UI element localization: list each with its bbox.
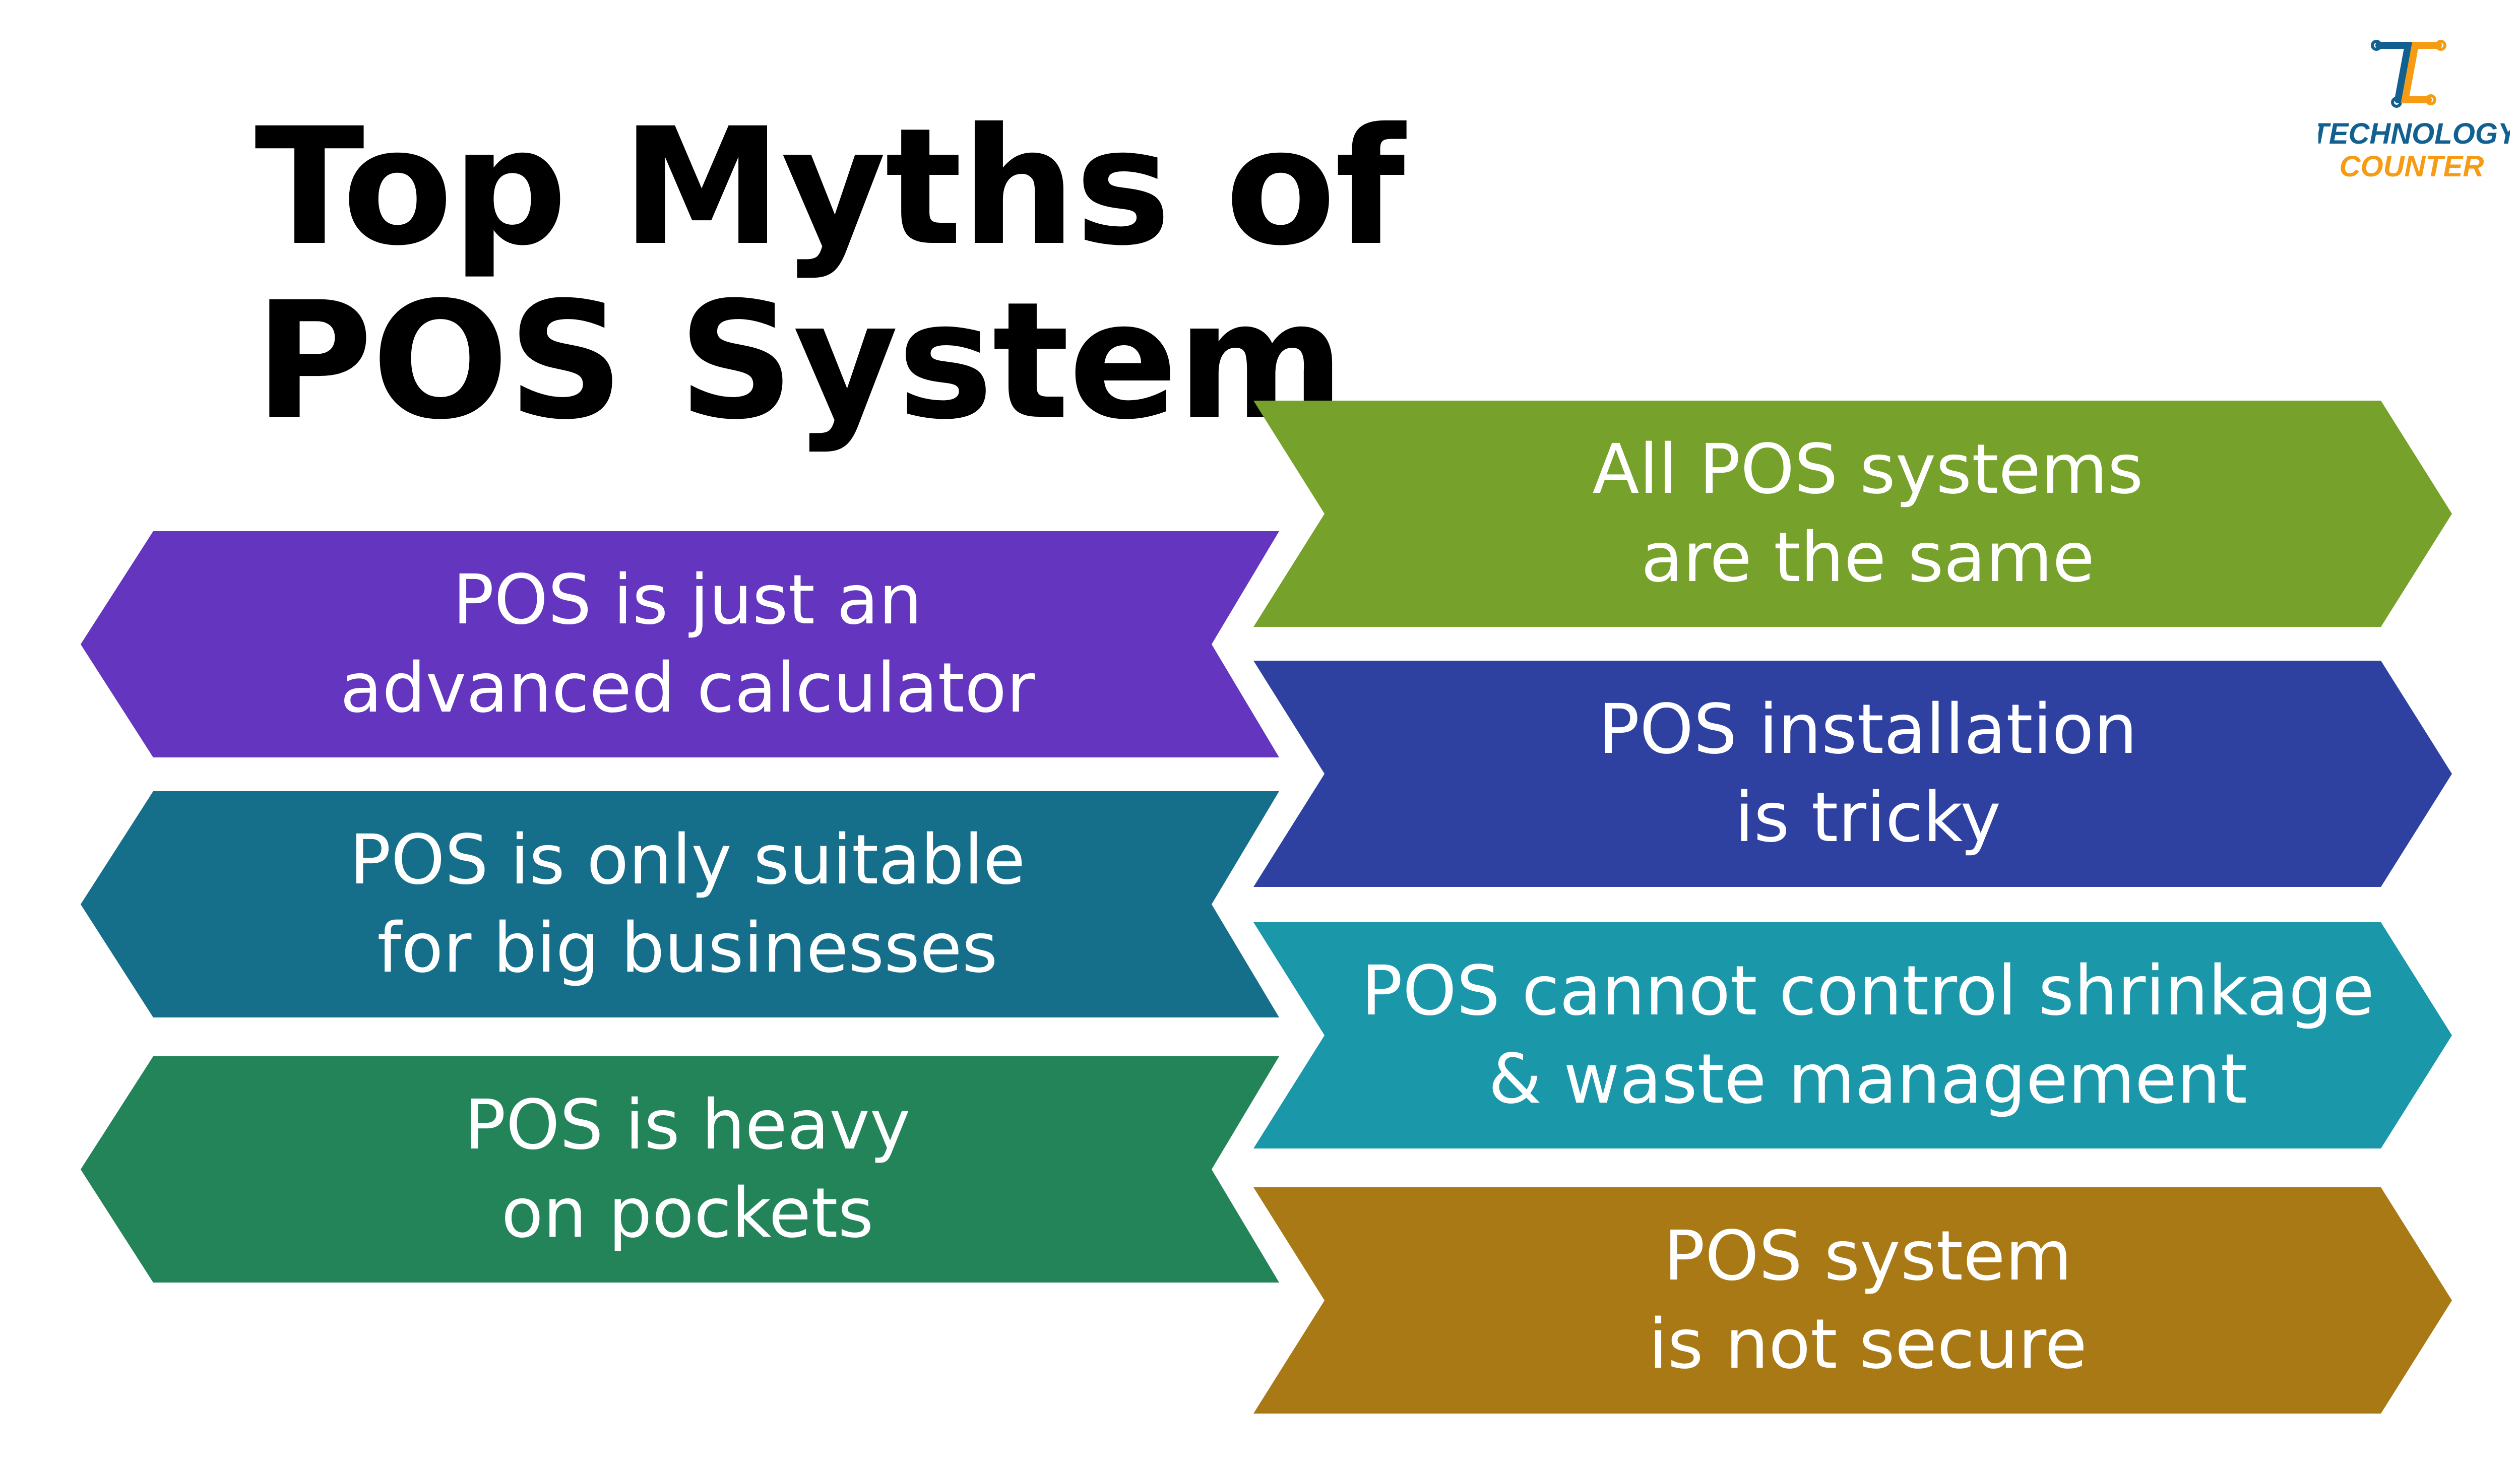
myth-text: POS is heavy xyxy=(464,1085,911,1165)
myth-text: All POS systems xyxy=(1592,429,2144,509)
myth-text: POS system xyxy=(1663,1216,2072,1296)
myth-text: POS is just an xyxy=(453,560,922,640)
page-title: Top Myths of POS System xyxy=(255,94,1405,455)
myth-arrow-shrinkage: POS cannot control shrinkage& waste mana… xyxy=(1253,922,2452,1148)
technology-counter-logo: TECHNOLOGY COUNTER xyxy=(2318,40,2510,181)
myth-text: POS installation xyxy=(1598,689,2137,770)
myth-text: are the same xyxy=(1641,518,2095,598)
svg-text:TECHNOLOGY: TECHNOLOGY xyxy=(2318,117,2510,150)
myth-text: & waste management xyxy=(1488,1039,2247,1119)
myth-text: is not secure xyxy=(1649,1304,2087,1384)
title-line-1: Top Myths of xyxy=(255,94,1405,281)
myth-text: POS is only suitable xyxy=(349,820,1026,900)
myth-text: POS cannot control shrinkage xyxy=(1361,951,2375,1031)
myth-text: on pockets xyxy=(501,1173,874,1253)
myth-arrow-all-same: All POS systems are the same xyxy=(1253,401,2452,627)
title-line-2: POS System xyxy=(255,268,1345,455)
myth-text: is tricky xyxy=(1734,778,2001,858)
myth-text: for big businesses xyxy=(377,908,998,988)
svg-text:COUNTER: COUNTER xyxy=(2340,150,2484,181)
myth-text: advanced calculator xyxy=(340,648,1035,728)
